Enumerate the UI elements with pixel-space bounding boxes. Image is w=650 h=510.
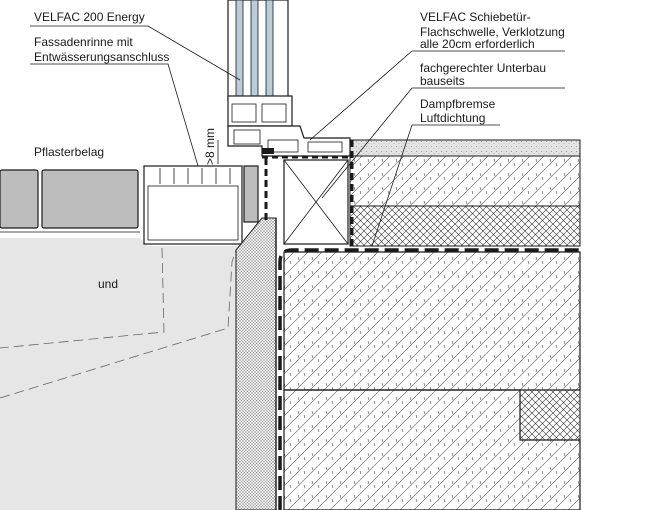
threshold-seal-line xyxy=(264,140,354,246)
leader-vapour xyxy=(371,124,500,247)
leader-gutter xyxy=(30,63,199,167)
concrete-slab xyxy=(283,251,581,391)
soil-area xyxy=(0,234,252,510)
label-substructure-line2: bauseits xyxy=(420,74,465,88)
label-substructure-line1: fachgerechter Unterbau xyxy=(420,61,546,75)
leader-substructure xyxy=(321,87,565,199)
floor-insulation-layer xyxy=(349,155,581,207)
glazing-pane xyxy=(250,0,259,97)
label-paving: Pflasterbelag xyxy=(34,145,104,159)
paving-stones xyxy=(0,165,259,229)
lower-crosshatch-block xyxy=(519,389,581,441)
label-vapour-line1: Dampfbremse xyxy=(420,97,496,111)
drainage-dashed-line xyxy=(0,247,165,349)
label-ground: und xyxy=(98,277,118,291)
perimeter-insulation xyxy=(235,217,277,510)
vapour-barrier-line xyxy=(278,248,580,510)
label-gutter-line1: Fassadenrinne mit xyxy=(34,35,133,49)
label-gutter-line2: Entwässerungsanschluss xyxy=(34,50,169,64)
window-frame xyxy=(227,0,293,127)
ground-dashed-line xyxy=(0,249,237,399)
paving-stone xyxy=(41,169,139,229)
label-threshold-line1: VELFAC Schiebetür- xyxy=(420,10,531,24)
paving-stone xyxy=(0,169,39,229)
label-threshold-line3: alle 20cm erforderlich xyxy=(420,37,535,51)
facade-gutter xyxy=(143,165,243,245)
label-vapour-line2: Luftdichtung xyxy=(420,111,485,125)
leader-window xyxy=(30,25,241,81)
threshold-profile xyxy=(227,125,351,157)
glazing-pane xyxy=(265,0,274,97)
label-window: VELFAC 200 Energy xyxy=(34,10,145,24)
floor-crosshatch-layer xyxy=(349,205,581,247)
paving-stone xyxy=(243,165,259,223)
label-threshold-line2: Flachschwelle, Verklotzung xyxy=(420,25,565,39)
gap-dimension-label: >8 mm xyxy=(203,128,217,165)
leader-threshold xyxy=(309,50,565,141)
floor-screed xyxy=(349,139,581,157)
glazing-pane xyxy=(235,0,244,97)
leader-lines xyxy=(30,25,565,247)
